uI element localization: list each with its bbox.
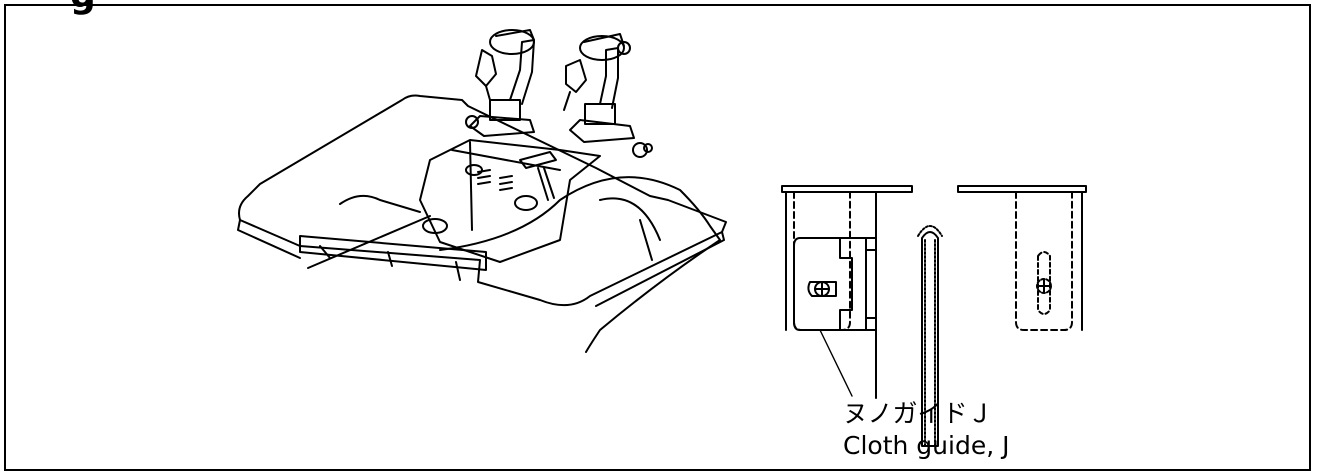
cloth-guide-detail-drawing xyxy=(781,185,1087,447)
figure-frame xyxy=(4,4,1311,471)
sewing-table-drawing xyxy=(237,29,727,353)
callout-label-jp: ヌノガイドＪ xyxy=(843,399,993,428)
callout-label-en: Cloth guide, J xyxy=(843,431,1010,460)
cloth-guide-callout: ヌノガイドＪ Cloth guide, J xyxy=(843,398,1009,462)
heading-fragment: g xyxy=(70,0,96,14)
